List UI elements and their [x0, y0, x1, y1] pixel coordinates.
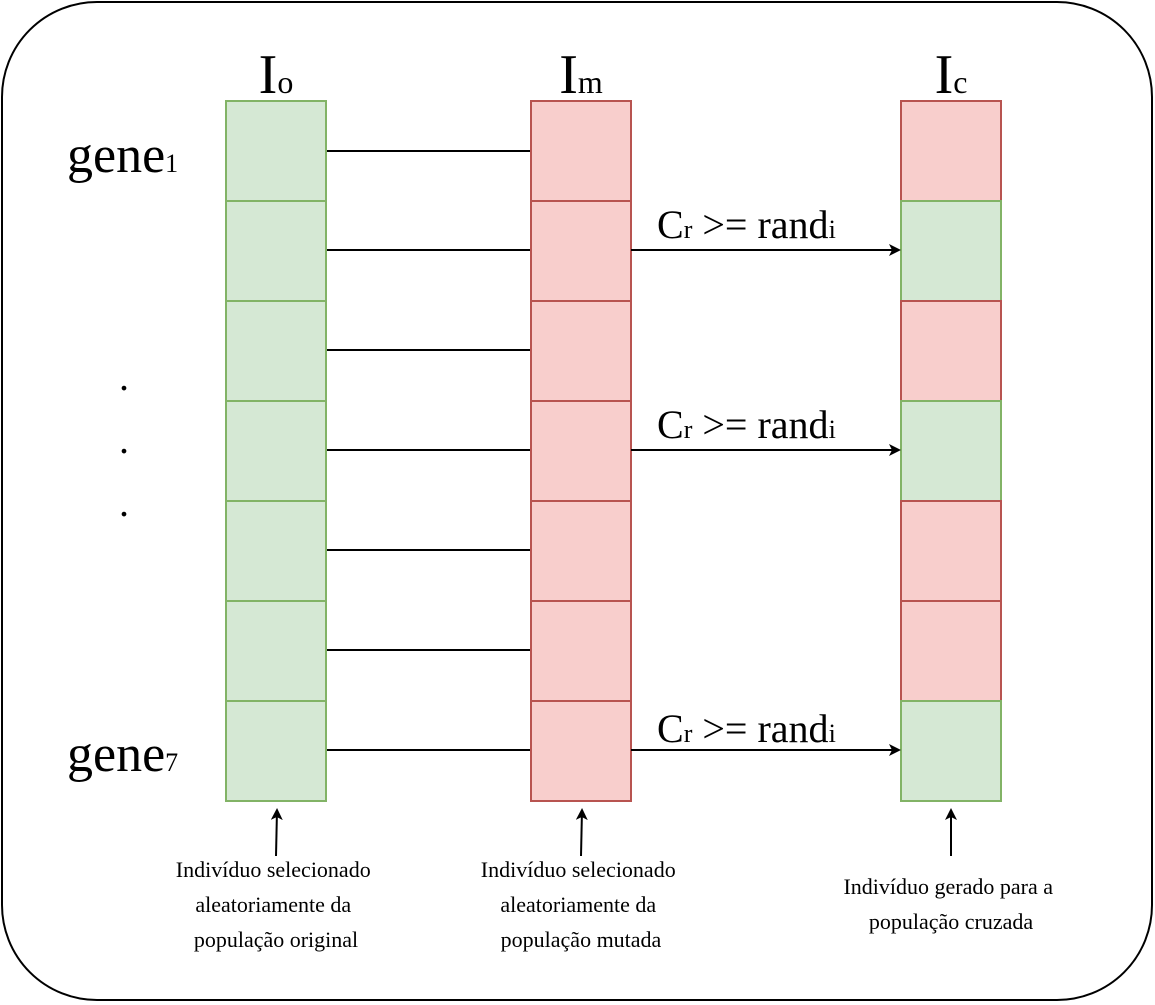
- mutated-gene-cell-5: [530, 500, 632, 602]
- header-crossed-sub: c: [953, 64, 967, 100]
- condition-c: C: [657, 202, 684, 247]
- header-crossed-main: I: [935, 44, 954, 106]
- caption-line: população cruzada: [869, 909, 1034, 934]
- crossed-gene-cell-1: [900, 100, 1002, 202]
- crossover-condition-1: Cr >= randi: [631, 202, 901, 256]
- condition-i-sub: i: [829, 215, 836, 244]
- header-original: Io: [259, 44, 294, 106]
- gene-label-last-main: gene: [67, 726, 165, 783]
- gene-label-first-sub: 1: [165, 149, 178, 178]
- gene-label-first-main: gene: [67, 127, 165, 184]
- mutated-individual-column: [530, 100, 632, 802]
- condition-r-sub: r: [684, 215, 693, 244]
- condition-i-sub: i: [829, 415, 836, 444]
- original-gene-cell-6: [225, 600, 327, 702]
- condition-label: Cr >= randi: [657, 402, 836, 447]
- condition-r-sub: r: [684, 719, 693, 748]
- condition-c: C: [657, 402, 684, 447]
- caption-line: população original: [194, 927, 358, 952]
- condition-label: Cr >= randi: [657, 202, 836, 247]
- original-gene-cell-4: [225, 400, 327, 502]
- crossed-individual-column: [900, 100, 1002, 802]
- crossover-condition-2: Cr >= randi: [631, 402, 901, 456]
- caption-arrow-original: [270, 808, 283, 857]
- caption-line: população mutada: [501, 927, 662, 952]
- condition-op: >= rand: [692, 202, 828, 247]
- header-crossed: Ic: [935, 44, 968, 106]
- ellipsis-dot: .: [119, 480, 129, 525]
- caption-mutated: Indivíduo selecionado aleatoriamente da …: [481, 857, 681, 952]
- original-gene-cell-3: [225, 300, 327, 402]
- original-individual-column: [225, 100, 327, 802]
- caption-line: Indivíduo gerado para a: [843, 874, 1053, 899]
- condition-label: Cr >= randi: [657, 706, 836, 751]
- mutated-gene-cell-2: [530, 200, 632, 302]
- gene-connection-lines: [326, 150, 531, 751]
- condition-c: C: [657, 706, 684, 751]
- crossed-gene-cell-5: [900, 500, 1002, 602]
- original-gene-cell-5: [225, 500, 327, 602]
- caption-line: Indivíduo selecionado: [481, 857, 676, 882]
- gene-label-first: gene1: [67, 127, 178, 184]
- caption-arrow-mutated: [575, 808, 588, 857]
- condition-i-sub: i: [829, 719, 836, 748]
- crossed-gene-cell-7: [900, 700, 1002, 802]
- crossed-gene-cell-3: [900, 300, 1002, 402]
- caption-crossed: Indivíduo gerado para a população cruzad…: [843, 874, 1058, 934]
- crossed-gene-cell-2: [900, 200, 1002, 302]
- header-original-main: I: [259, 44, 278, 106]
- caption-line: Indivíduo selecionado: [176, 857, 371, 882]
- crossed-gene-cell-4: [900, 400, 1002, 502]
- caption-line: aleatoriamente da: [195, 892, 351, 917]
- caption-line: aleatoriamente da: [500, 892, 656, 917]
- crossed-gene-cell-6: [900, 600, 1002, 702]
- original-gene-cell-7: [225, 700, 327, 802]
- crossover-condition-3: Cr >= randi: [631, 706, 901, 756]
- gene-label-last: gene7: [67, 726, 178, 783]
- header-mutated-main: I: [559, 44, 578, 106]
- mutated-gene-cell-6: [530, 600, 632, 702]
- mutated-gene-cell-4: [530, 400, 632, 502]
- header-mutated: Im: [559, 44, 603, 106]
- ellipsis-dot: .: [119, 417, 129, 462]
- ellipsis-dot: .: [119, 354, 129, 399]
- mutated-gene-cell-7: [530, 700, 632, 802]
- caption-original: Indivíduo selecionado aleatoriamente da …: [176, 857, 376, 952]
- mutated-gene-cell-3: [530, 300, 632, 402]
- condition-op: >= rand: [692, 706, 828, 751]
- header-mutated-sub: m: [578, 64, 603, 100]
- mutated-gene-cell-1: [530, 100, 632, 202]
- original-gene-cell-1: [225, 100, 327, 202]
- condition-op: >= rand: [692, 402, 828, 447]
- original-gene-cell-2: [225, 200, 327, 302]
- gene-label-last-sub: 7: [165, 748, 178, 777]
- header-original-sub: o: [277, 64, 293, 100]
- condition-r-sub: r: [684, 415, 693, 444]
